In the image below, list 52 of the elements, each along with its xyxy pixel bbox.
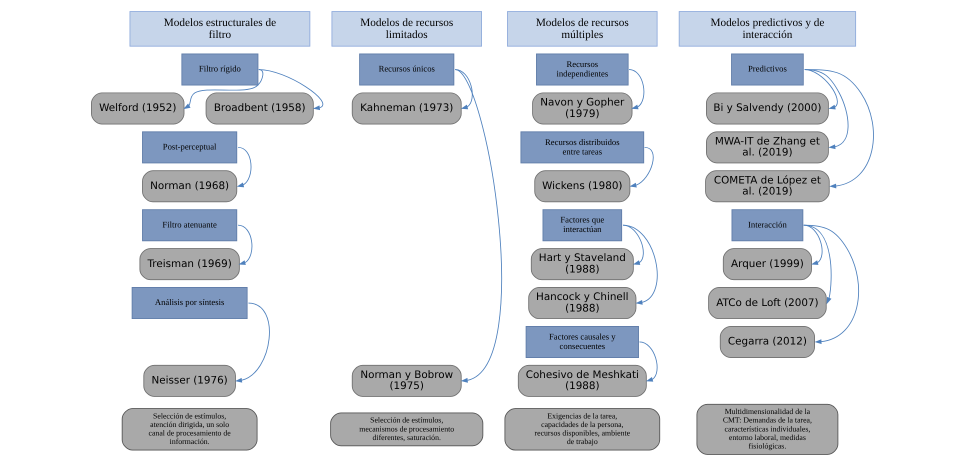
arrow	[454, 69, 502, 383]
node-box: Factores causales y consecuentes	[526, 326, 639, 358]
arrow	[629, 146, 654, 188]
node-box: Recursos distribuidos entre tareas	[520, 131, 644, 164]
arrow	[638, 342, 658, 382]
arrow	[236, 146, 252, 188]
arrow	[622, 224, 658, 305]
node-box: Kahneman (1973)	[352, 92, 462, 124]
node-box: Modelos estructurales de filtro	[130, 11, 310, 47]
node-box: Recursos únicos	[359, 54, 454, 86]
node-box: Hart y Staveland (1988)	[530, 248, 634, 280]
node-box: Norman (1968)	[142, 170, 238, 202]
arrow	[238, 224, 252, 265]
node-box: Factores que interactúan	[542, 209, 622, 242]
node-box: Interacción	[732, 209, 804, 242]
arrow	[183, 69, 264, 110]
node-box: Cohesivo de Meshkati (1988)	[518, 364, 647, 397]
node-box: Multidimensionalidad de la CMT: Demandas de la tarea, características individuales, entorno laboral, medidas fisiológicas.	[696, 404, 838, 455]
node-box: Neisser (1976)	[143, 364, 236, 397]
node-box: Recursos independientes	[536, 54, 629, 86]
arrow	[628, 69, 644, 110]
arrow	[803, 224, 822, 265]
node-box: Modelos de recursos limitados	[331, 11, 482, 47]
node-box: Bi y Salvendy (2000)	[706, 92, 829, 124]
arrow	[803, 224, 859, 344]
node-box: Treisman (1969)	[139, 248, 240, 280]
node-box: Cegarra (2012)	[720, 326, 815, 358]
node-box: Post-perceptual	[142, 131, 238, 164]
node-box: Filtro rígido	[181, 54, 258, 86]
node-box: Wickens (1980)	[534, 170, 630, 202]
node-box: COMETA de López et al. (2019)	[705, 170, 830, 202]
arrow	[235, 302, 270, 383]
node-box: Hancock y Chinell (1988)	[528, 287, 636, 320]
node-box: Predictivos	[731, 54, 804, 86]
node-box: Modelos predictivos y de interacción	[678, 11, 856, 47]
arrow	[258, 69, 324, 110]
node-box: Norman y Bobrow (1975)	[352, 364, 462, 397]
node-box: Modelos de recursos múltiples	[507, 11, 658, 47]
node-box: ATCo de Loft (2007)	[708, 287, 827, 320]
arrow	[803, 224, 832, 304]
node-box: MWA-IT de Zhang et al. (2019)	[706, 131, 829, 164]
arrow	[804, 69, 874, 188]
node-box: Exigencias de la tarea, capacidades de la persona, recursos disponibles, ambiente de trabajo	[504, 408, 660, 451]
node-box: Análisis por síntesis	[132, 287, 248, 320]
node-box: Welford (1952)	[91, 92, 184, 124]
node-box: Filtro atenuante	[142, 209, 238, 242]
node-box: Broadbent (1958)	[206, 92, 314, 124]
node-box: Selección de estímulos, atención dirigida, un solo canal de procesamiento de información.	[122, 408, 258, 451]
node-box: Arquer (1999)	[722, 248, 812, 280]
node-box: Navon y Gopher (1979)	[532, 92, 632, 124]
node-box: Selección de estímulos, mecanismos de procesamiento diferentes, saturación.	[330, 412, 484, 446]
arrow	[622, 224, 644, 265]
